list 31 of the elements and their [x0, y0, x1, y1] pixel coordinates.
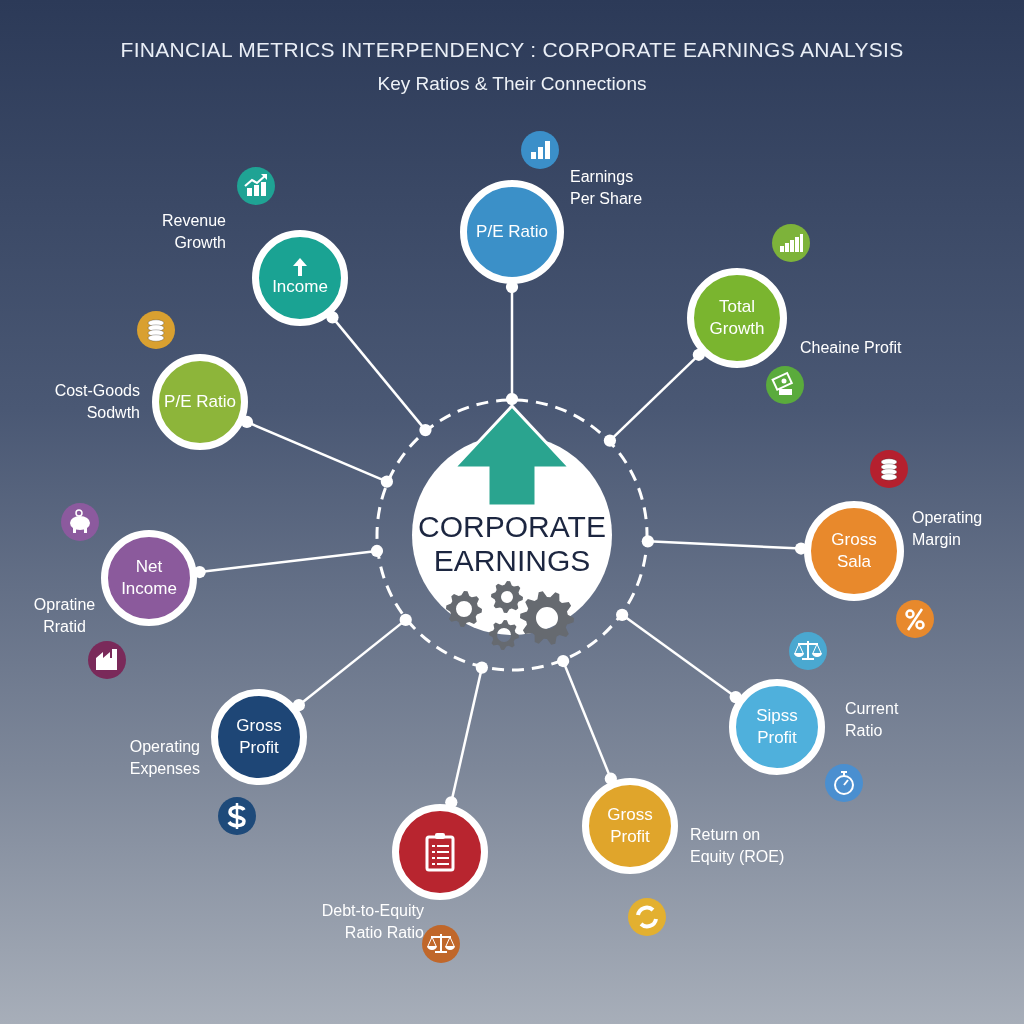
- connector-line: [193, 544, 384, 579]
- connector-line: [603, 348, 705, 447]
- metric-caption: Earnings Per Share: [570, 167, 644, 209]
- node-label: Gross Profit: [606, 803, 654, 848]
- connector-line: [292, 613, 412, 712]
- node-label: Income: [271, 275, 329, 298]
- hub-circle: [375, 398, 649, 672]
- connector-line: [240, 415, 393, 488]
- node-label: Gross Sala: [830, 528, 878, 573]
- metric-caption: Operating Margin: [912, 508, 984, 550]
- node-label: Net Income: [120, 555, 178, 600]
- connector-line: [326, 311, 432, 437]
- node-label: Sipss Profit: [755, 704, 799, 749]
- metric-caption: Opratine Rratid: [32, 595, 97, 637]
- connector-line: [445, 661, 488, 809]
- metric-caption: Cost-Goods Sodwth: [53, 381, 140, 423]
- metric-caption: Debt-to-Equity Ratio Ratio: [320, 901, 424, 943]
- connector-line: [616, 608, 742, 704]
- connector-line: [557, 654, 617, 785]
- metric-caption: Operating Expenses: [128, 737, 200, 779]
- subtitle: Key Ratios & Their Connections: [376, 73, 648, 95]
- node-label: P/E Ratio: [163, 390, 237, 413]
- title: FINANCIAL METRICS INTERPENDENCY : CORPORATE EARNINGS ANALYSIS: [119, 38, 905, 62]
- hub-title: CORPORATE EARNINGS: [417, 510, 607, 578]
- metric-caption: Return on Equity (ROE): [690, 825, 786, 867]
- metric-caption: Revenue Growth: [160, 211, 226, 253]
- node-label: Gross Profit: [235, 714, 283, 759]
- metric-caption: Cheaine Profit: [800, 338, 903, 358]
- metric-caption: Current Ratio: [845, 699, 900, 741]
- node-label: P/E Ratio: [475, 220, 549, 243]
- node-label: Total Growth: [708, 295, 766, 340]
